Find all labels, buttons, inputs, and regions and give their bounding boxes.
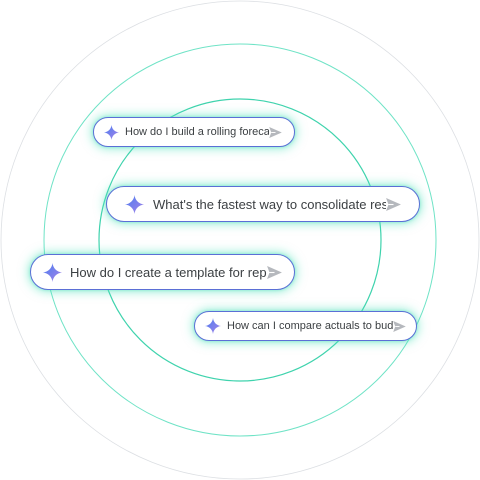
prompt-text: How do I create a template for reports? <box>70 264 267 280</box>
sparkle-icon <box>43 262 62 282</box>
inner-ring <box>98 98 382 382</box>
sparkle-icon <box>125 194 144 214</box>
send-icon[interactable] <box>267 265 282 279</box>
prompt-suggestion-actuals-vs-budget[interactable]: How can I compare actuals to budget? <box>194 311 417 341</box>
prompt-suggestion-consolidate-results[interactable]: What's the fastest way to consolidate re… <box>106 186 420 222</box>
send-icon[interactable] <box>269 126 282 138</box>
send-icon[interactable] <box>393 320 406 332</box>
sparkle-icon <box>104 124 119 140</box>
prompt-text: What's the fastest way to consolidate re… <box>153 196 386 212</box>
middle-ring <box>43 43 437 437</box>
prompt-text: How can I compare actuals to budget? <box>227 320 393 332</box>
prompt-suggestion-report-template[interactable]: How do I create a template for reports? <box>30 254 295 290</box>
prompt-suggestion-rolling-forecast[interactable]: How do I build a rolling forecast? <box>93 117 295 147</box>
sparkle-icon <box>205 318 221 334</box>
prompt-text: How do I build a rolling forecast? <box>125 126 269 138</box>
send-icon[interactable] <box>386 197 401 211</box>
